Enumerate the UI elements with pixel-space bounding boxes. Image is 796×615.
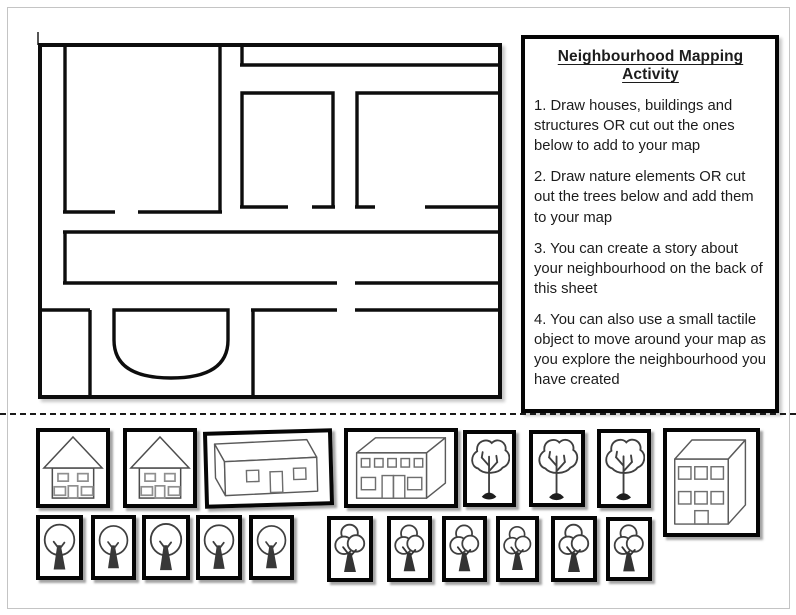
- fluffy-tree-icon: [613, 524, 644, 572]
- instruction-item-4: 4. You can also use a small tactile obje…: [534, 311, 766, 389]
- street-map-panel: [38, 43, 502, 399]
- cut-line: [0, 413, 796, 415]
- fluffy-tree-icon: [394, 524, 425, 572]
- cutout-tile-sapling-3: [597, 429, 651, 508]
- cutout-tile-fluffy-tree-6: [606, 517, 652, 581]
- cutout-tile-house-2: [123, 428, 197, 508]
- house-icon: [129, 435, 191, 499]
- instruction-item-3: 3. You can create a story about your nei…: [534, 240, 763, 297]
- cutout-tile-sapling-2: [529, 430, 585, 507]
- cutout-tile-round-tree-4: [196, 515, 242, 580]
- fluffy-tree-icon: [503, 525, 532, 570]
- fluffy-tree-icon: [558, 523, 590, 572]
- fluffy-tree-icon: [449, 524, 480, 572]
- cutout-tile-round-tree-1: [36, 515, 83, 580]
- round-tree-icon: [256, 525, 287, 569]
- instructions-title: Neighbourhood Mapping Activity: [557, 48, 744, 83]
- cutout-tile-fluffy-tree-5: [551, 516, 597, 582]
- sapling-tree-icon: [471, 439, 510, 500]
- instructions-panel: Neighbourhood Mapping Activity 1. Draw h…: [521, 35, 779, 413]
- sapling-tree-icon: [538, 438, 579, 501]
- cutout-tile-tall-building: [663, 428, 760, 537]
- cutout-tile-house-1: [36, 428, 110, 508]
- cutout-tile-round-tree-2: [91, 515, 136, 580]
- cutout-tile-wide-building: [202, 428, 335, 509]
- cutout-tile-fluffy-tree-2: [387, 516, 432, 582]
- cutout-tile-fluffy-tree-4: [496, 516, 539, 582]
- round-tree-icon: [203, 524, 235, 569]
- cutout-tile-fluffy-tree-3: [442, 516, 487, 582]
- wide-building-icon: [213, 438, 319, 497]
- fluffy-tree-icon: [334, 523, 366, 572]
- round-tree-icon: [98, 525, 129, 569]
- cutout-tile-sapling-1: [463, 430, 516, 507]
- round-tree-icon: [43, 523, 76, 570]
- sapling-tree-icon: [605, 438, 645, 501]
- tall-building-icon: [674, 439, 747, 525]
- cutout-tile-building-3d: [344, 428, 458, 508]
- instruction-item-1: 1. Draw houses, buildings and structures…: [534, 98, 735, 155]
- instruction-item-2: 2. Draw nature elements OR cut out the t…: [534, 169, 754, 226]
- cutout-tile-round-tree-5: [249, 515, 294, 580]
- building-3d-icon: [355, 437, 447, 499]
- house-icon: [42, 435, 104, 499]
- cutout-tile-round-tree-3: [142, 515, 190, 580]
- round-tree-icon: [149, 523, 183, 571]
- street-map-svg: [42, 47, 498, 395]
- map-corner-tick: [37, 32, 39, 45]
- cutout-tile-fluffy-tree-1: [327, 516, 373, 582]
